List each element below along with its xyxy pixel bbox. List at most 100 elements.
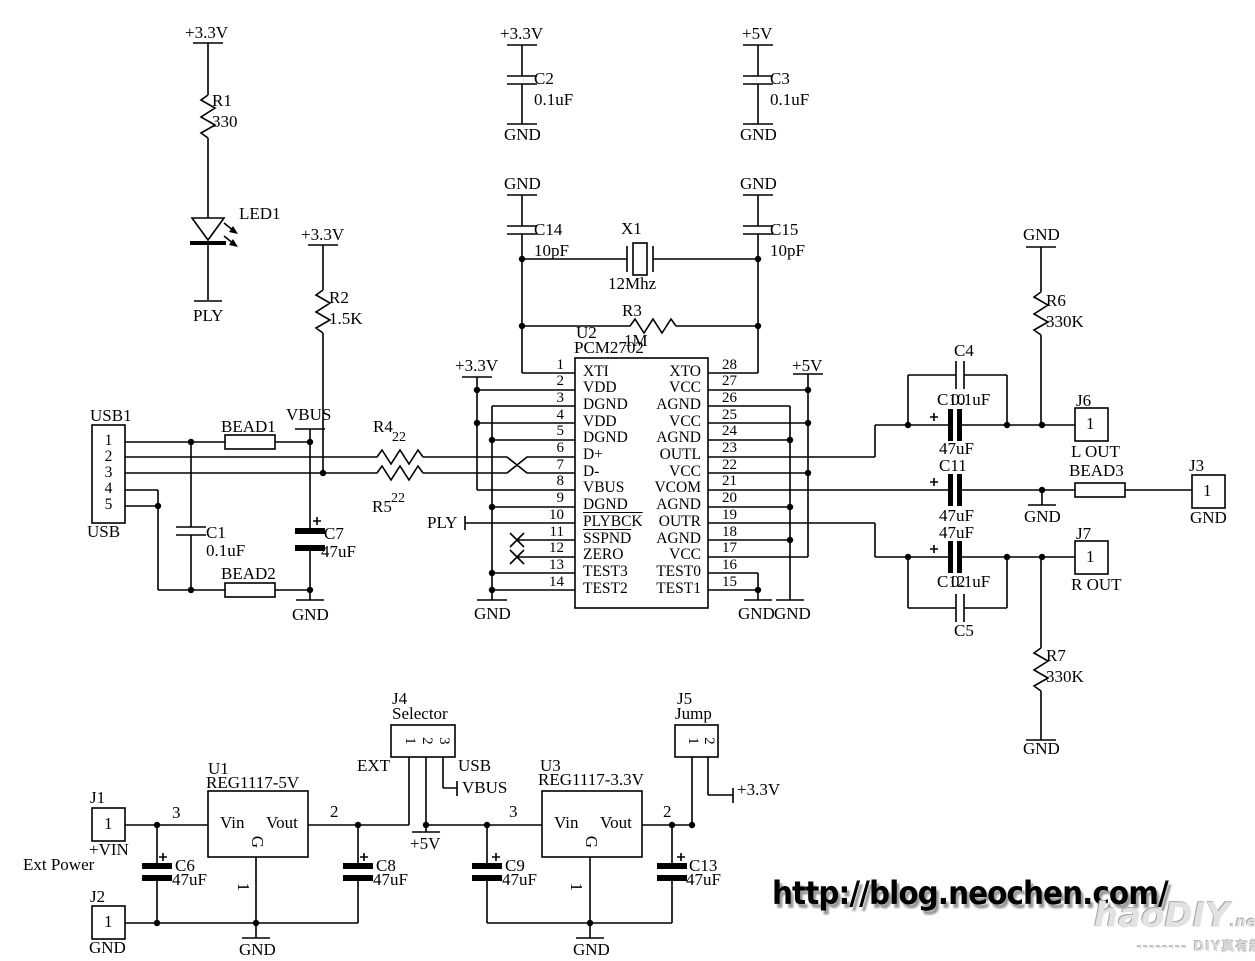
label-j6-ref: J6 [1076, 391, 1092, 410]
label-j6-name: L OUT [1071, 442, 1120, 461]
logo-word: haoDIY [1094, 896, 1230, 936]
usb1-pin-5: 5 [104, 495, 113, 513]
u2-pin-num-17: 17 [722, 540, 737, 557]
label-c8-ref: C8 [376, 856, 396, 875]
u2-pin-name-1: XTI [583, 362, 609, 380]
j5-name: Jump [675, 704, 712, 723]
label-c10-ref: C10 [937, 390, 966, 409]
label-c3-val: 0.1uF [770, 90, 810, 109]
u2-pin-num-26: 26 [722, 389, 737, 406]
label-c11-ref: C11 [939, 456, 967, 475]
label-r7-val: 330K [1046, 667, 1084, 686]
label-ext: EXT [357, 756, 391, 775]
label-c1-val: 0.1uF [206, 541, 246, 560]
label-led-net: PLY [193, 306, 224, 325]
j4-name: Selector [392, 704, 448, 723]
u2-pin-num-16: 16 [722, 556, 737, 573]
u2-pin-name-24: AGND [656, 429, 701, 447]
label-u1-part: REG1117-5V [206, 773, 300, 792]
bead2 [224, 582, 276, 598]
label-j2-name: GND [89, 938, 126, 957]
label-ext-power: Ext Power [23, 855, 95, 874]
label-gnd-u1: GND [239, 940, 276, 959]
label-vbus-top: VBUS [286, 405, 332, 424]
u2-pin-num-3: 3 [556, 389, 565, 406]
label-r1-val: 330 [212, 112, 238, 131]
label-c9-ref: C9 [505, 856, 525, 875]
label-ply-u2: PLY [427, 513, 458, 532]
u2-pin-num-14: 14 [549, 573, 564, 590]
u2-pin-name-25: VCC [669, 412, 701, 430]
label-u3-p3: 3 [509, 802, 518, 821]
u2-pin-num-7: 7 [556, 456, 565, 473]
label-c15-ref: C15 [770, 220, 799, 239]
led-symbol [190, 217, 238, 247]
u2-pin-num-1: 1 [556, 356, 565, 373]
bead1 [224, 434, 276, 450]
u2-pin-num-21: 21 [722, 473, 737, 490]
u2-pin-name-16: TEST0 [656, 562, 701, 580]
label-j3-name: GND [1190, 508, 1227, 527]
label-c4-val: 0.1uF [951, 390, 991, 409]
logo-tld: .net [1230, 913, 1255, 931]
label-c5-val: 0.1uF [951, 572, 991, 591]
u2-pin-num-9: 9 [556, 490, 565, 507]
usb1-ref: USB1 [90, 406, 132, 425]
label-gnd-u3: GND [573, 940, 610, 959]
j1-box [91, 807, 126, 842]
label-j3-ref: J3 [1189, 456, 1205, 475]
label-u1-vin: Vin [220, 813, 245, 832]
u2-pin-num-20: 20 [722, 490, 737, 507]
label-u3-p2: 2 [663, 802, 672, 821]
u2-ref: U2 [576, 323, 597, 342]
label-c6-ref: C6 [175, 856, 195, 875]
label-gnd-u2r1: GND [738, 604, 775, 623]
site-logo: haoDIY.net -------- DIY真有趣 [1094, 899, 1255, 955]
label-bead2-ref: BEAD2 [221, 564, 276, 583]
label-u1-p2: 2 [330, 802, 339, 821]
j6-box [1074, 407, 1109, 442]
label-c14-ref: C14 [534, 220, 563, 239]
label-pwr-c3: +5V [742, 24, 773, 43]
u2-pin-name-10: PLYBCK [583, 512, 643, 530]
label-gnd-c14: GND [504, 174, 541, 193]
u2-pin-name-14: TEST2 [583, 579, 628, 597]
label-c10-val: 47uF [939, 439, 974, 458]
label-r4-val: 22 [392, 430, 406, 445]
u2-pin-name-6: D+ [583, 446, 603, 463]
label-u1-p3: 3 [172, 803, 181, 822]
j4-pin-3: 3 [435, 737, 452, 745]
j5-pin-1: 1 [684, 737, 701, 745]
crystal-x1 [632, 242, 648, 276]
label-x1-val: 12Mhz [608, 274, 657, 293]
label-u1-ref: U1 [208, 759, 229, 778]
label-pwr-mid: +5V [410, 834, 441, 853]
label-u3-part: REG1117-3.3V [538, 770, 644, 789]
label-u3-p1: 1 [567, 882, 587, 892]
u2-pin-name-21: VCOM [654, 479, 701, 497]
label-c7-val: 47uF [321, 542, 356, 561]
usb1-box [91, 424, 126, 524]
label-c13-val: 47uF [686, 870, 721, 889]
label-vbus-sel: VBUS [462, 778, 508, 797]
label-r7-ref: R7 [1046, 646, 1066, 665]
j7-box [1074, 540, 1109, 575]
j4-pin-2: 2 [418, 737, 435, 745]
label-pwr-u2l: +3.3V [455, 356, 499, 375]
j5-ref: J5 [677, 689, 693, 708]
u2-pin-name-22: VCC [669, 462, 701, 480]
label-bead1-ref: BEAD1 [221, 417, 276, 436]
u2-pin-name-12: ZERO [583, 546, 624, 564]
label-r5-val: 22 [391, 491, 405, 506]
u2-pin-name-4: VDD [583, 412, 617, 430]
label-j2-pin: 1 [104, 912, 113, 931]
usb1-pin-4: 4 [104, 479, 113, 497]
j4-box [390, 724, 456, 758]
label-r5-ref: R5 [372, 497, 392, 516]
u2-pin-name-23: OUTL [659, 446, 701, 463]
u2-pin-name-13: TEST3 [583, 562, 628, 580]
usb1-pin-2: 2 [104, 447, 113, 465]
label-u3-ref: U3 [540, 756, 561, 775]
label-gnd-usb: GND [292, 605, 329, 624]
